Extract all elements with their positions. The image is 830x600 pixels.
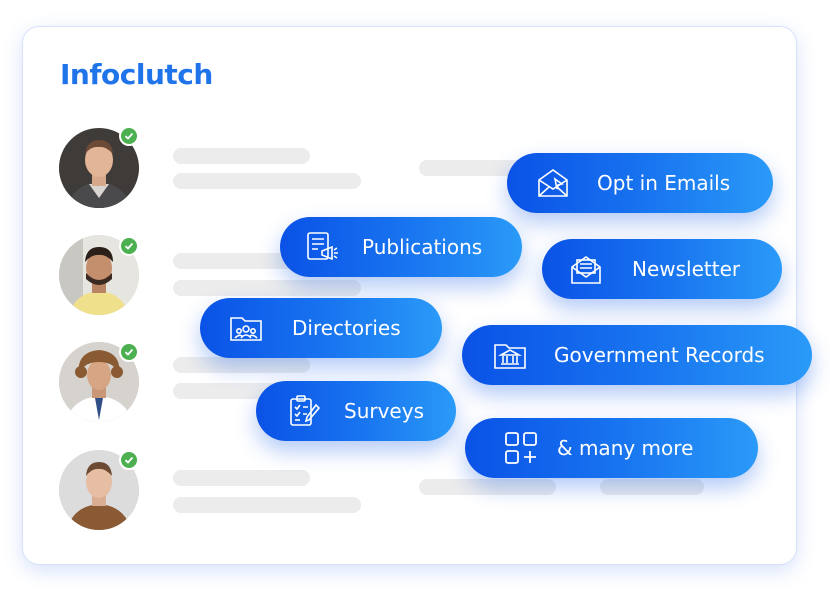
publication-icon (307, 232, 338, 261)
placeholder-line (173, 280, 361, 296)
placeholder-line (419, 160, 529, 176)
pill-label: Newsletter (632, 257, 741, 281)
survey-clipboard-icon (290, 395, 321, 426)
pill-label: Opt in Emails (597, 171, 731, 195)
placeholder-line (419, 479, 556, 495)
government-building-icon (494, 344, 526, 369)
pill-label: Directories (292, 316, 401, 340)
publications-pill[interactable]: Publications (280, 217, 522, 277)
placeholder-line (173, 497, 361, 513)
newsletter-pill[interactable]: Newsletter (542, 239, 782, 299)
pill-label: & many more (557, 436, 694, 460)
verified-check-icon (119, 236, 139, 256)
avatar (59, 450, 139, 530)
newsletter-icon (571, 256, 601, 284)
grid-plus-icon (505, 432, 537, 464)
opt-in-emails-pill[interactable]: Opt in Emails (507, 153, 773, 213)
placeholder-line (173, 148, 310, 164)
verified-check-icon (119, 450, 139, 470)
email-icon (538, 169, 568, 197)
placeholder-line (173, 470, 310, 486)
many-more-pill[interactable]: & many more (465, 418, 758, 478)
pill-label: Surveys (344, 399, 424, 423)
pill-label: Publications (362, 235, 483, 259)
verified-check-icon (119, 342, 139, 362)
brand-logo: Infoclutch (60, 58, 213, 91)
placeholder-line (173, 253, 310, 269)
verified-check-icon (119, 126, 139, 146)
government-records-pill[interactable]: Government Records (462, 325, 812, 385)
placeholder-line (173, 357, 310, 373)
surveys-pill[interactable]: Surveys (256, 381, 456, 441)
placeholder-line (173, 173, 361, 189)
directories-pill[interactable]: Directories (200, 298, 442, 358)
pill-label: Government Records (554, 343, 765, 367)
placeholder-line (600, 479, 704, 495)
directory-folder-icon (230, 317, 262, 341)
